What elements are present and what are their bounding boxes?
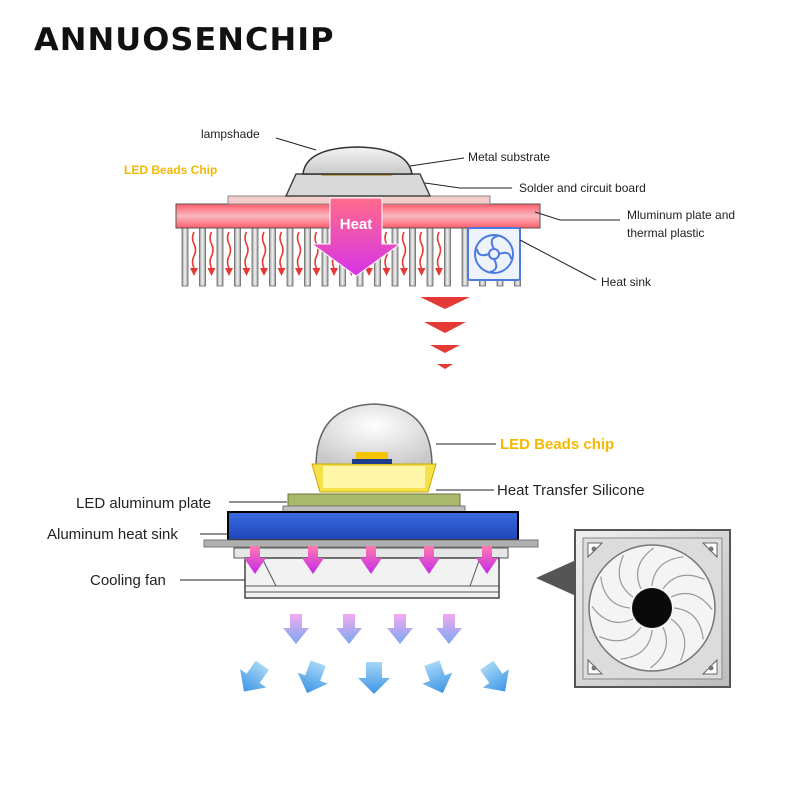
heat-wave-arrow <box>296 231 302 269</box>
fan-blade <box>600 576 631 609</box>
aluminum-heat-sink-label: Aluminum heat sink <box>47 526 178 543</box>
heat-sink-fin <box>234 227 241 287</box>
fan-blade <box>637 547 654 590</box>
aluminum-plate-label-1: Mluminum plate and <box>627 208 735 222</box>
heat-wave-arrowhead <box>295 268 303 276</box>
bottom-leader-lines <box>180 443 496 581</box>
heat-wave-arrowhead <box>190 268 198 276</box>
fan-blade <box>673 607 704 640</box>
heat-wave-arrowhead <box>330 268 338 276</box>
aluminum-plate-label-2: thermal plastic <box>627 226 704 240</box>
heat-wave-arrowhead <box>400 268 408 276</box>
fan-blade <box>620 629 653 660</box>
heat-wave-arrow <box>261 231 267 269</box>
cool-air-arrow <box>336 614 362 644</box>
heat-wave-arrow <box>436 231 442 269</box>
led-beads-chip-label: LED Beads Chip <box>124 163 217 177</box>
hot-air-arrow <box>476 546 498 574</box>
hot-air-arrows <box>244 546 498 574</box>
led-die-base <box>352 459 392 464</box>
heat-sink-fin <box>426 227 434 287</box>
fan-blade <box>591 606 634 623</box>
hot-air-arrow <box>244 546 266 574</box>
heat-wave-arrowhead <box>260 268 268 276</box>
fan-blade <box>651 556 684 587</box>
small-fan-icon <box>467 227 521 281</box>
hot-air-arrow <box>360 546 382 574</box>
fan-closeup-icon <box>536 529 731 688</box>
heat-sink-fin <box>304 227 311 287</box>
heat-wave-arrow <box>401 231 407 269</box>
brand-logo: ANNUOSENCHIP <box>34 22 335 58</box>
heat-wave-arrowhead <box>207 268 216 276</box>
top-leader-lines <box>275 137 620 281</box>
red-heat-flow-arrows <box>420 297 470 369</box>
heat-transfer-silicone-label: Heat Transfer Silicone <box>497 482 645 499</box>
bottom-led-assembly: LED Beads chip Heat Transfer Silicone LE… <box>47 403 731 694</box>
heat-sink-label: Heat sink <box>601 275 652 289</box>
heat-sink-fin <box>216 227 224 287</box>
heat-wave-arrow <box>419 231 424 269</box>
cool-air-arrow <box>436 614 462 644</box>
heat-wave-arrow <box>279 231 284 269</box>
heat-wave-arrowhead <box>277 268 286 276</box>
metal-substrate-label: Metal substrate <box>468 150 550 164</box>
heat-wave-arrow <box>209 231 214 269</box>
led-beads-chip-label-bottom: LED Beads chip <box>500 436 614 453</box>
heat-wave-arrowhead <box>225 268 233 276</box>
heat-wave-arrow <box>191 231 197 269</box>
heat-sink-fin <box>269 227 276 287</box>
heat-wave-arrowhead <box>242 268 251 276</box>
cool-air-arrow <box>387 614 413 644</box>
metal-substrate <box>284 173 432 197</box>
led-aluminum-plate <box>287 493 461 507</box>
top-led-assembly: Heat lampshade LED Beads Chip Metal subs… <box>124 127 735 369</box>
heat-wave-arrowhead <box>365 268 373 276</box>
fan-blade <box>662 574 705 590</box>
cooling-fan-label: Cooling fan <box>90 572 166 589</box>
heat-sink-fin <box>321 227 329 287</box>
heat-sink-fin <box>444 227 451 287</box>
fan-blade <box>599 626 642 642</box>
heat-sink-fin <box>409 227 416 287</box>
heat-sink-fin <box>199 227 206 287</box>
cool-air-arrow <box>283 614 309 644</box>
heat-label: Heat <box>340 216 373 233</box>
fan-blade <box>650 626 667 669</box>
heat-sink-fin <box>251 227 259 287</box>
fan-blade <box>670 618 686 661</box>
fan-blade <box>618 555 634 598</box>
led-die <box>356 452 388 459</box>
hot-air-arrow <box>418 546 440 574</box>
heat-wave-arrowhead <box>435 268 443 276</box>
heat-sink-fin <box>286 227 294 287</box>
heat-wave-arrowhead <box>417 268 426 276</box>
lampshade-label: lampshade <box>201 127 260 141</box>
heat-wave-arrowhead <box>312 268 321 276</box>
heat-arrow <box>310 197 402 277</box>
large-lampshade-dome <box>315 403 433 467</box>
lampshade-dome <box>302 146 413 175</box>
led-aluminum-plate-label: LED aluminum plate <box>76 495 211 512</box>
heat-wave-arrow <box>244 231 249 269</box>
hot-air-arrow <box>302 546 324 574</box>
heat-wave-arrow <box>226 231 232 269</box>
solder-board-label: Solder and circuit board <box>519 181 646 195</box>
led-chip-highlight <box>323 466 425 488</box>
heat-sink-base-plate <box>203 539 539 548</box>
heat-wave-arrow <box>314 231 319 269</box>
heat-sink-fin <box>391 227 399 287</box>
airflow-arrows <box>240 660 509 694</box>
heat-wave-arrowhead <box>382 268 391 276</box>
heat-sink-fin <box>181 227 189 287</box>
fan-blade <box>670 593 713 610</box>
cooling-air-arrows <box>283 614 462 644</box>
aluminum-heat-sink <box>227 511 519 541</box>
